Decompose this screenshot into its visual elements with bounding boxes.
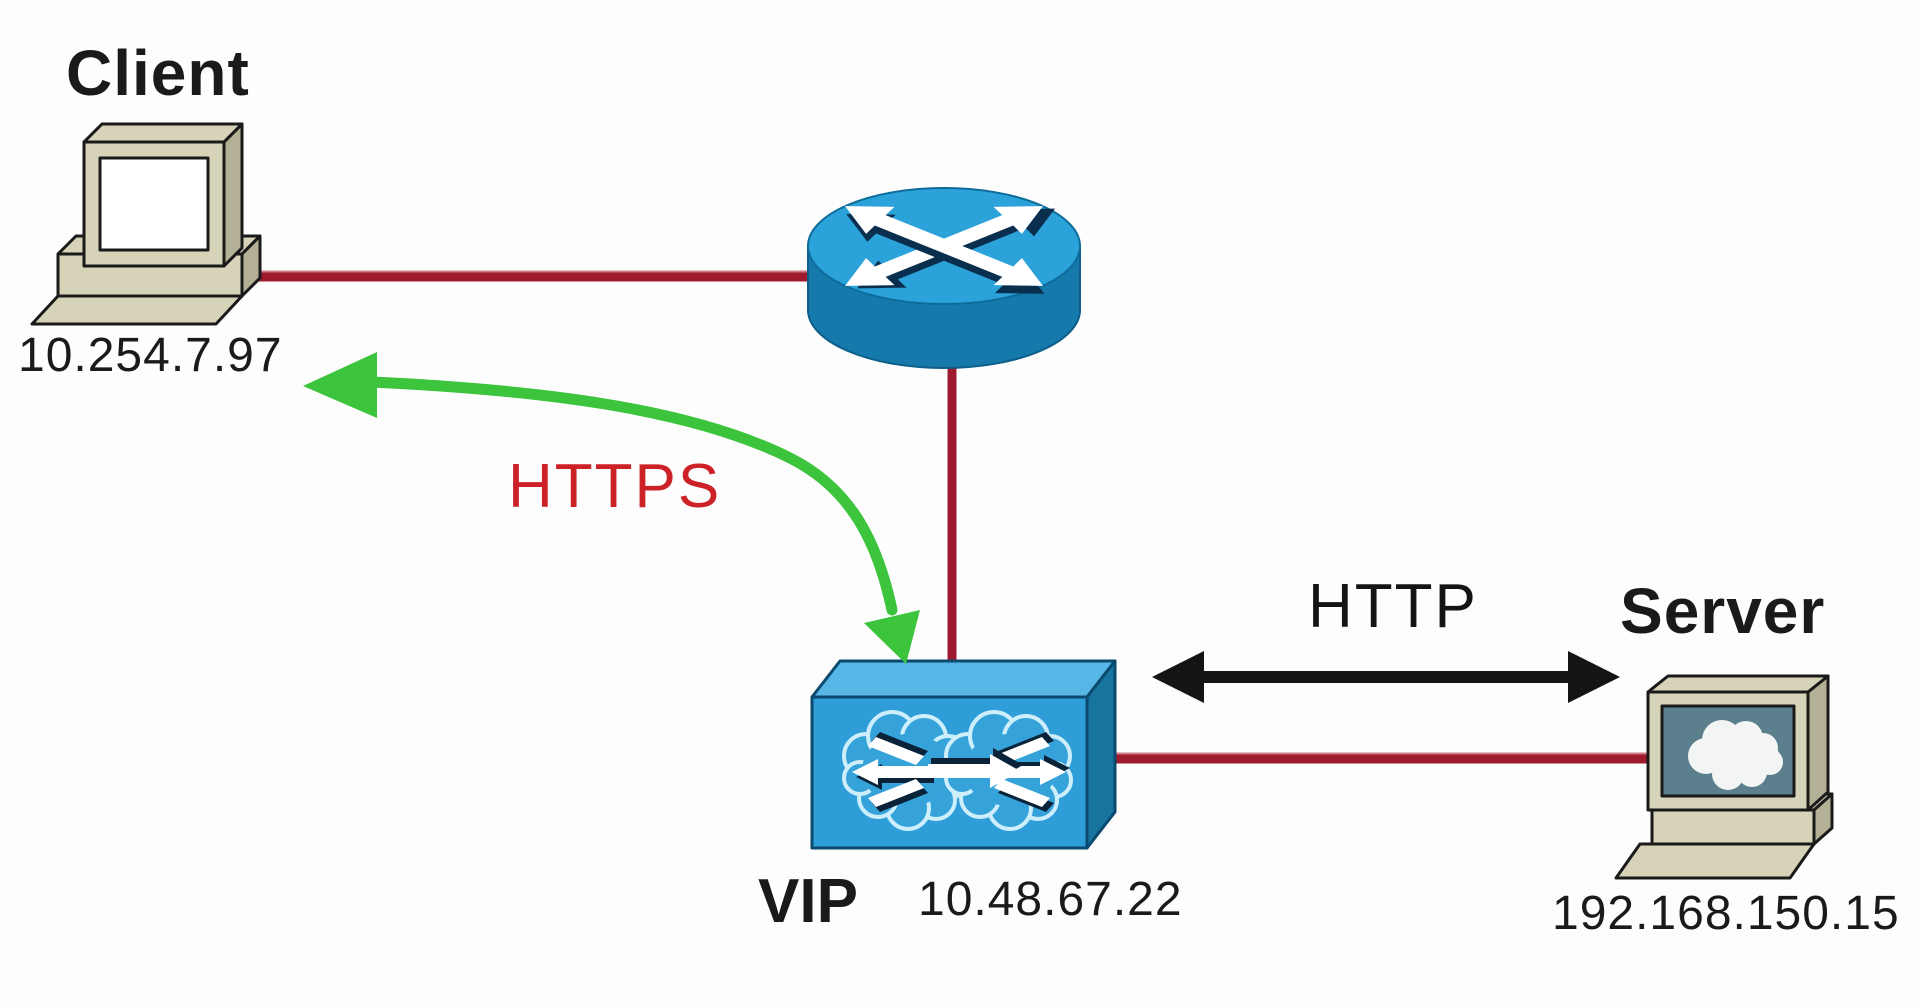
- http-label: HTTP: [1308, 572, 1478, 641]
- vip-ip: 10.48.67.22: [918, 873, 1183, 926]
- client-title: Client: [66, 37, 250, 109]
- server-computer-icon: [1614, 674, 1834, 880]
- server-ip: 192.168.150.15: [1552, 887, 1900, 940]
- client-computer-icon: [30, 122, 262, 326]
- client-ip: 10.254.7.97: [18, 329, 283, 382]
- vip-server-link: [1110, 752, 1662, 764]
- server-screen-cloud: [1688, 720, 1783, 790]
- vip-cloud-arrows: [852, 732, 1070, 812]
- https-label: HTTPS: [508, 452, 722, 521]
- client-router-link: [252, 270, 816, 282]
- vip-title: VIP: [758, 867, 858, 936]
- server-title: Server: [1620, 575, 1826, 647]
- http-arrow-icon: [1152, 651, 1620, 703]
- router-icon: [807, 187, 1081, 369]
- https-arrow-icon: [303, 352, 920, 664]
- vip-switch-icon: [810, 659, 1117, 850]
